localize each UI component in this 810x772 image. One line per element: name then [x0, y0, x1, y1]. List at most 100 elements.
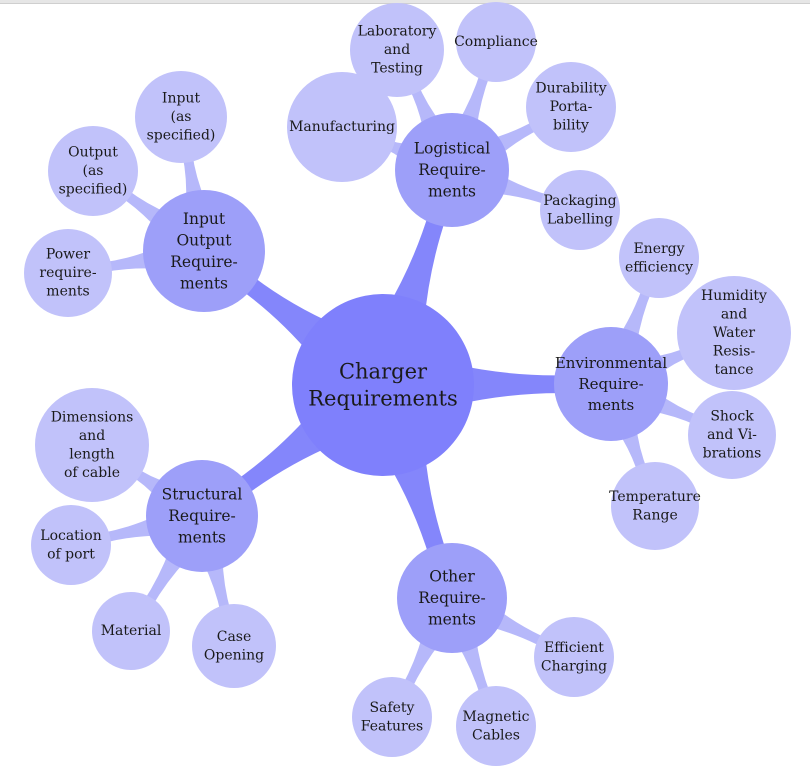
leaf-dimensions-label-line: of cable [64, 465, 120, 481]
branch-structural-label-line: ments [178, 529, 226, 547]
leaf-magnetic-label-line: Cables [472, 727, 520, 743]
leaf-shock-label-line: and Vi- [707, 427, 757, 443]
leaf-manufacturing-circle [287, 72, 397, 182]
leaf-shock-node: Shock and Vi-brations [688, 391, 776, 479]
leaf-packaging-label-line: Labelling [547, 211, 613, 227]
leaf-location-circle [31, 505, 111, 585]
leaf-humidity-label-line: Humidity [701, 288, 767, 304]
leaf-power-label-line: Power [46, 247, 91, 263]
connector-structural-to-case [202, 557, 231, 615]
leaf-output-label-line: Output [68, 145, 118, 161]
leaf-durability-circle [526, 62, 616, 152]
leaf-shock-label-line: brations [703, 446, 762, 462]
leaf-efficient-circle [534, 617, 614, 697]
leaf-humidity-label-line: tance [714, 362, 753, 378]
leaf-location-label-line: of port [47, 546, 95, 562]
leaf-compliance-circle [456, 2, 536, 82]
leaf-safety-circle [352, 677, 432, 757]
leaf-dimensions-label-line: and [79, 428, 105, 444]
branch-environmental-circle [554, 327, 668, 441]
branch-logistical-circle [395, 113, 509, 227]
leaf-humidity-label-line: Resis- [713, 344, 756, 360]
leaf-temperature-circle [611, 462, 699, 550]
connector-center-to-logistical [386, 210, 447, 322]
leaf-dimensions-circle [35, 388, 149, 502]
branch-other-circle [397, 543, 507, 653]
leaf-dimensions-node: Dimensions and length of cable [35, 388, 149, 502]
leaf-humidity-circle [677, 276, 791, 390]
branch-other-label-line: ments [428, 611, 476, 629]
branch-environmental-label-line: Require- [578, 375, 643, 393]
center-label-line: Requirements [308, 387, 457, 411]
leaf-magnetic-circle [456, 686, 536, 766]
branch-logistical-label-line: Logistical [414, 140, 491, 158]
branch-logistical-label-line: ments [428, 183, 476, 201]
leaf-compliance-node: Compliance [454, 2, 538, 82]
leaf-safety-label-line: Safety [370, 700, 415, 716]
leaf-durability-label-line: bility [553, 118, 589, 134]
branch-logistical-label-line: Require- [418, 161, 486, 179]
leaf-energy-label-line: efficiency [625, 259, 693, 275]
leaf-packaging-circle [540, 170, 620, 250]
leaf-manufacturing-label-line: Manufacturing [289, 119, 395, 135]
leaf-material-circle [92, 592, 170, 670]
leaf-manufacturing-node: Manufacturing [287, 72, 397, 182]
connector-structural-to-location [101, 515, 161, 543]
leaf-humidity-label-line: Water [713, 325, 755, 341]
leaf-output-label-line: specified) [59, 182, 128, 198]
connector-other-to-magnetic [456, 636, 491, 698]
branch-structural-label-line: Require- [168, 507, 236, 525]
branch-input-output-label-line: Require- [170, 253, 238, 271]
leaf-laboratory-circle [350, 3, 444, 97]
leaf-humidity-label-line: and [721, 307, 747, 323]
leaf-dimensions-label-line: Dimensions [51, 409, 134, 425]
leaf-shock-circle [688, 391, 776, 479]
leaf-input-label-line: Input [162, 91, 201, 107]
leaf-case-label-line: Opening [204, 647, 264, 663]
branch-input-output-label-line: Input [183, 210, 226, 228]
connector-center-to-other [386, 448, 448, 559]
branch-nodes-layer: LogisticalRequire-mentsInputOutputRequir… [143, 113, 668, 653]
leaf-power-label-line: require- [39, 265, 96, 281]
leaf-input-label-line: (as [171, 109, 192, 125]
center-circle [292, 294, 474, 476]
leaf-temperature-label-line: Range [632, 507, 677, 523]
leaf-power-circle [24, 229, 112, 317]
branch-structural-label-line: Structural [162, 486, 243, 504]
branch-input-output-label-line: ments [180, 274, 228, 292]
branch-input-output-circle [143, 190, 265, 312]
leaf-laboratory-label-line: and [384, 42, 410, 58]
leaf-durability-label-line: Porta- [550, 99, 593, 115]
leaf-dimensions-label-line: length [69, 446, 114, 462]
leaf-shock-label-line: Shock [710, 409, 754, 425]
leaf-packaging-label-line: Packaging [543, 193, 616, 209]
leaf-temperature-label-line: Temperature [609, 489, 701, 505]
leaf-safety-label-line: Features [361, 718, 423, 734]
branch-input-output-label-line: Output [176, 231, 232, 249]
page-top-edge [0, 0, 810, 4]
leaf-input-label-line: specified) [147, 128, 216, 144]
leaf-case-circle [192, 604, 276, 688]
branch-structural-circle [146, 460, 258, 572]
leaf-efficient-label-line: Charging [541, 658, 607, 674]
leaf-laboratory-label-line: Testing [371, 61, 423, 77]
leaf-input-circle [135, 71, 227, 163]
leaf-durability-label-line: Durability [535, 81, 606, 97]
leaf-material-node: Material [92, 592, 170, 670]
